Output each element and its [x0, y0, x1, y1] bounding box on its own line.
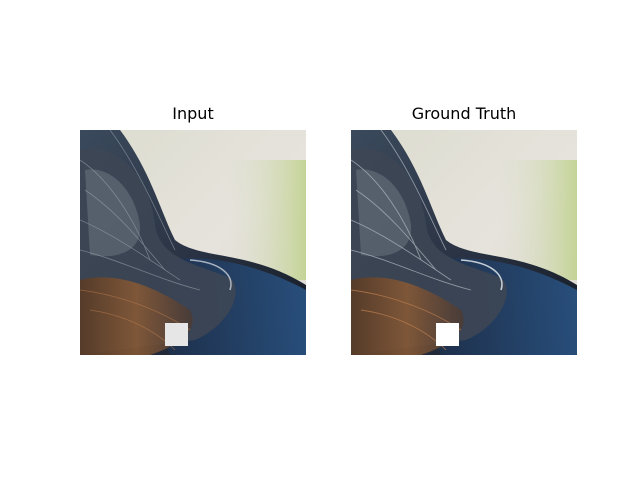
input-image [80, 130, 306, 355]
ground-truth-panel-title: Ground Truth [411, 104, 517, 123]
ground-truth-image [351, 130, 577, 355]
ground-truth-patch [436, 323, 459, 346]
input-patch [165, 323, 188, 346]
input-panel-title: Input [172, 104, 214, 123]
